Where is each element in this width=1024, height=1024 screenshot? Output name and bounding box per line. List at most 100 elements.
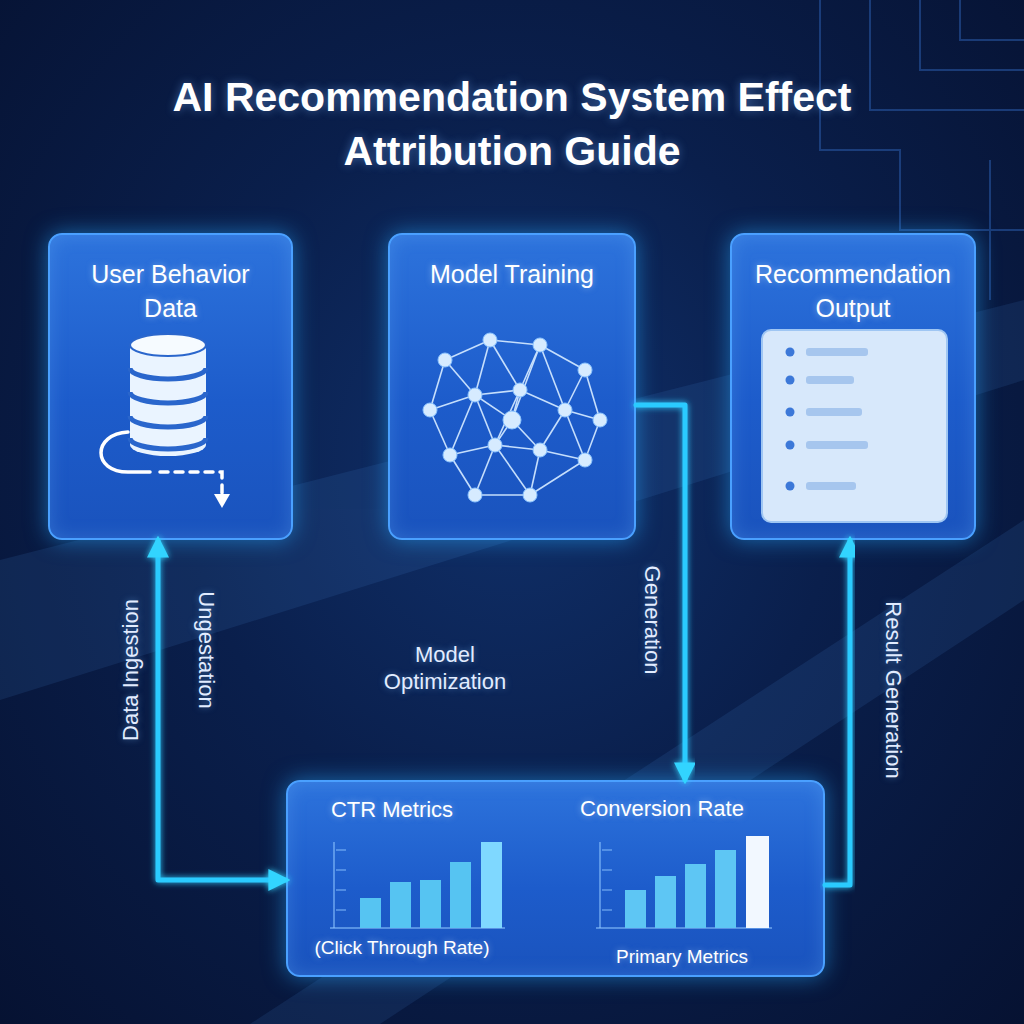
neural-network-icon (540, 345, 565, 410)
metric-subtitle: Primary Metrics (567, 944, 797, 969)
neural-network-icon (565, 370, 585, 410)
conversion-bar-chart (715, 850, 736, 928)
metrics-panel: CTR Metrics(Click Through Rate)Conversio… (286, 780, 825, 977)
neural-network-icon (490, 340, 520, 390)
ctr-bar-chart (333, 842, 335, 928)
conversion-bar-chart (625, 836, 769, 928)
box-label: Model Training (427, 257, 597, 291)
neural-network-icon (475, 395, 512, 420)
neural-network-icon (430, 395, 475, 410)
list-row-bar (806, 408, 862, 416)
neural-network-icon (450, 445, 495, 455)
ctr-bar-chart (360, 898, 381, 928)
ctr-bar-chart (450, 862, 471, 928)
list-row (786, 408, 795, 417)
conversion-bar-chart (602, 909, 612, 911)
network-neuron (488, 438, 502, 452)
network-neuron (533, 338, 547, 352)
list-row (786, 376, 795, 385)
neural-network-icon (475, 390, 520, 395)
flow-arrow (825, 540, 850, 885)
box-heading: Model Training (390, 257, 634, 291)
neural-network-icon (475, 494, 530, 496)
side-label: Ungestation (193, 591, 220, 708)
connector-label: Generation (639, 566, 666, 675)
database-icon (130, 438, 206, 449)
neural-network-icon (450, 455, 475, 495)
neural-network-icon (475, 395, 495, 445)
database-icon (130, 392, 206, 403)
database-icon (130, 334, 206, 456)
circuit-trace (820, 0, 1024, 230)
flow-arrow (636, 403, 730, 408)
database-icon (130, 416, 206, 427)
neural-network-icon (530, 460, 585, 495)
neural-network-icon (430, 410, 450, 455)
neural-network-icon (495, 445, 530, 495)
metric-title: Conversion Rate (532, 795, 792, 823)
process-box: User Behavior Data (48, 233, 293, 540)
neural-network-icon (430, 340, 600, 495)
conversion-bar-chart (602, 849, 612, 851)
database-icon (130, 334, 206, 356)
conversion-bar-chart (625, 890, 646, 928)
list-row (786, 482, 795, 491)
ctr-bar-chart (336, 849, 346, 851)
light-band (250, 520, 1024, 1024)
neural-network-icon (520, 345, 540, 390)
box-heading: Recommendation Output (732, 257, 974, 325)
list-row-bar (806, 348, 868, 490)
neural-network-icon (512, 390, 520, 420)
conversion-bar-chart (655, 876, 676, 928)
ctr-bar-chart (336, 869, 346, 871)
neural-network-icon (445, 340, 490, 360)
box-label: User Behavior Data (63, 257, 278, 325)
neural-network-icon (585, 370, 600, 420)
neural-network-icon (450, 395, 475, 455)
ctr-bar-chart (336, 889, 346, 891)
network-neuron (503, 411, 521, 429)
connector-label: Data Ingestion (117, 599, 144, 741)
neural-network-icon (565, 410, 585, 460)
circuit-trace (989, 160, 991, 300)
ctr-bar-chart (330, 927, 505, 929)
flow-arrow (510, 540, 515, 780)
flow-arrow (636, 405, 685, 780)
neural-network-icon (540, 345, 585, 370)
neural-network-icon (495, 445, 540, 450)
metric-title: CTR Metrics (282, 796, 502, 824)
box-label: Recommendation Output (733, 257, 973, 325)
list-row (786, 441, 795, 450)
neural-network-icon (490, 340, 540, 345)
list-row-bar (806, 348, 868, 356)
ctr-bar-chart (390, 882, 411, 928)
network-neuron (578, 363, 592, 377)
network-neuron (593, 413, 607, 427)
network-neuron (423, 333, 607, 502)
network-neuron (483, 333, 497, 347)
network-neuron (558, 403, 572, 417)
neural-network-icon (565, 410, 600, 420)
conversion-bar-chart (596, 836, 772, 928)
circuit-trace (920, 0, 1024, 70)
network-neuron (443, 448, 457, 462)
circuit-trace (960, 0, 1024, 40)
list-row-bar (806, 441, 868, 449)
diagram-title: AI Recommendation System Effect Attribut… (132, 70, 892, 178)
conversion-bar-chart (602, 869, 612, 871)
neural-network-icon (430, 360, 445, 410)
conversion-bar-chart (685, 864, 706, 928)
flow-arrow (293, 403, 388, 408)
ctr-bar-chart (481, 842, 502, 928)
neural-network-icon (495, 390, 520, 445)
network-neuron (468, 388, 482, 402)
network-neuron (423, 403, 437, 417)
ctr-bar-chart (420, 880, 441, 928)
conversion-bar-chart (746, 836, 769, 928)
neural-network-icon (585, 420, 600, 460)
database-icon (130, 345, 206, 445)
circuit-trace (870, 0, 1024, 110)
neural-network-icon (540, 410, 565, 450)
